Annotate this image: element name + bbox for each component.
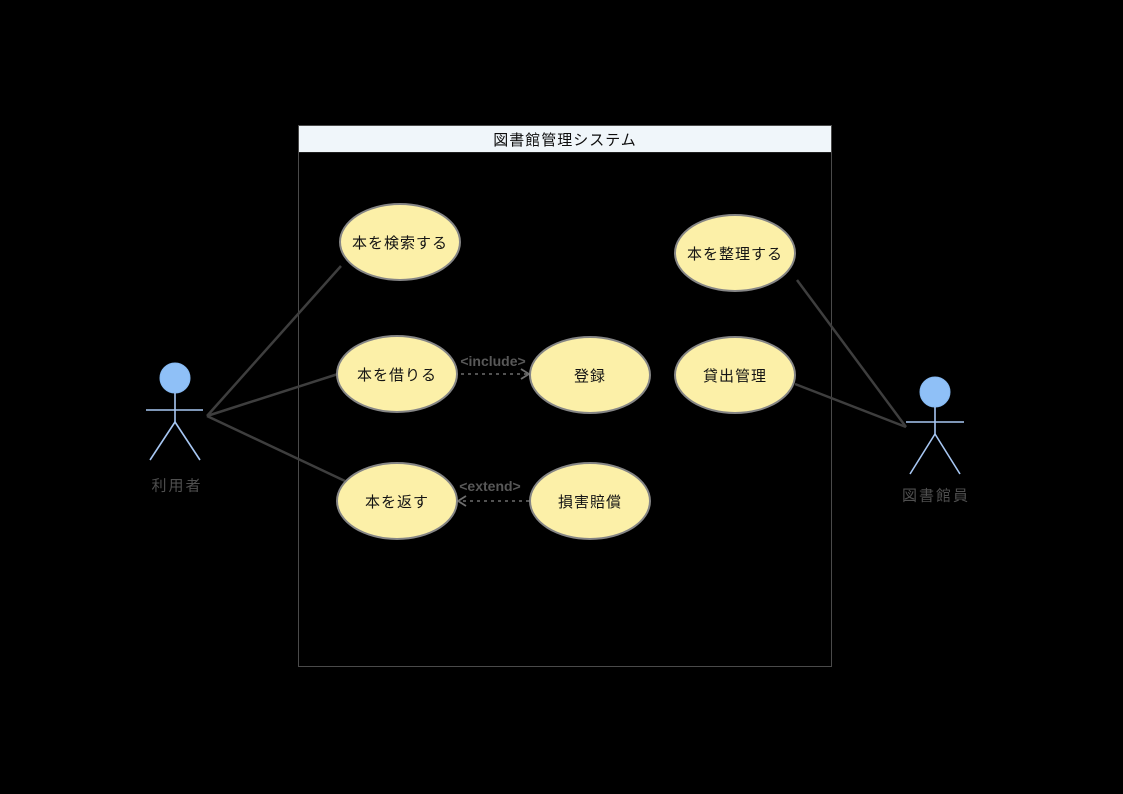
usecase-organize-books: 本を整理する (674, 214, 796, 292)
association-librarian-organize (795, 279, 908, 428)
include-label: <include> (460, 353, 526, 369)
usecase-register: 登録 (529, 336, 651, 414)
actor-librarian-label: 図書館員 (901, 487, 971, 505)
actor-librarian-left-leg (909, 433, 936, 475)
extend-arrowhead-icon (456, 495, 467, 507)
usecase-borrow-books: 本を借りる (336, 335, 458, 413)
actor-user-right-leg (174, 421, 201, 461)
usecase-loan-management: 貸出管理 (674, 336, 796, 414)
association-user-search (206, 265, 342, 417)
actor-user-head (159, 362, 191, 394)
extend-label: <extend> (459, 478, 521, 494)
usecase-return-books: 本を返す (336, 462, 458, 540)
association-user-return (206, 414, 346, 483)
actor-user-left-leg (149, 421, 176, 461)
actor-user-figure (146, 362, 203, 461)
association-librarian-loan (794, 382, 907, 429)
actor-librarian-head (919, 376, 951, 408)
association-user-borrow (206, 372, 339, 418)
usecase-search-books: 本を検索する (339, 203, 461, 281)
usecase-damage-compensation: 損害賠償 (529, 462, 651, 540)
actor-librarian-right-leg (934, 433, 961, 475)
system-boundary: 図書館管理システム (298, 125, 832, 667)
system-boundary-title: 図書館管理システム (299, 126, 831, 153)
actor-user-label: 利用者 (151, 477, 203, 495)
actor-librarian-figure (906, 376, 964, 475)
